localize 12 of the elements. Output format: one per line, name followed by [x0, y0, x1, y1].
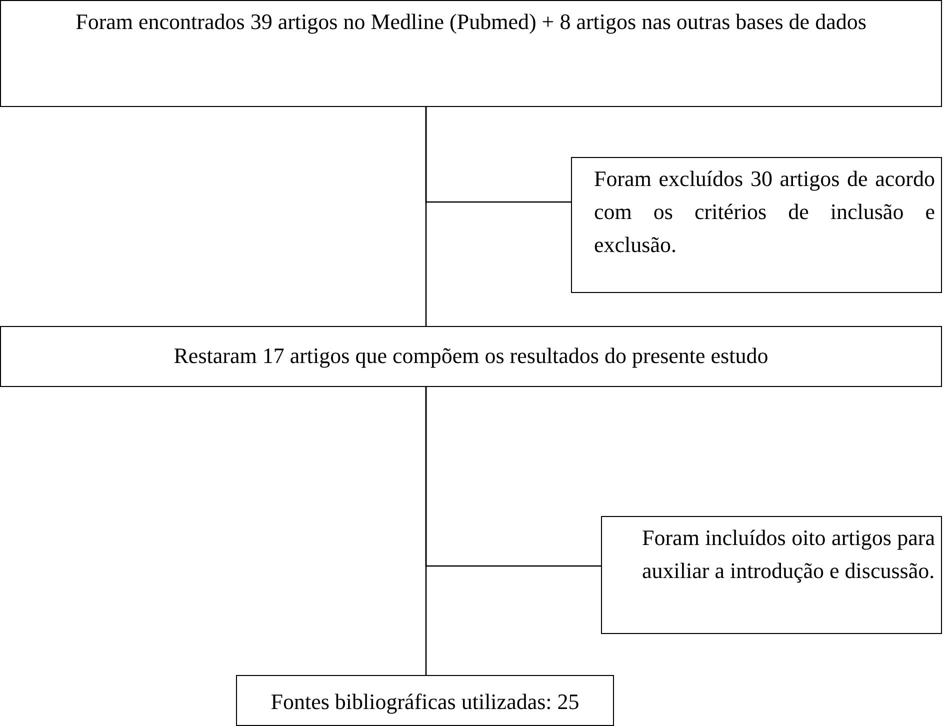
- box-text: Foram encontrados 39 artigos no Medline (Pubmed) + 8 artigos nas outras bases de dados: [74, 8, 868, 36]
- process-box: [601, 516, 942, 634]
- connector-line: [425, 107, 571, 203]
- process-box: [0, 0, 942, 107]
- box-text: Foram excluídos 30 artigos de acordo com os critérios de inclusão e exclusão.: [594, 165, 935, 259]
- connector-line: [425, 387, 601, 567]
- box-text: Foram incluídos oito artigos para auxiliar a introdução e discussão.: [642, 524, 935, 585]
- box-text: Restaram 17 artigos que compõem os resultados do presente estudo: [172, 342, 770, 370]
- process-box: [236, 675, 614, 726]
- box-text: Fontes bibliográficas utilizadas: 25: [270, 688, 580, 716]
- process-box: [0, 326, 942, 387]
- process-box: [571, 157, 942, 293]
